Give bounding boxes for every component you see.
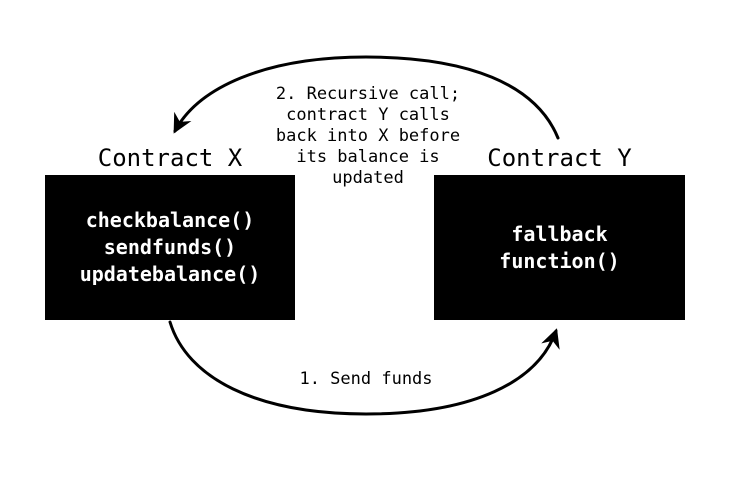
contract-y-label: Contract Y <box>487 144 632 172</box>
contract-y-box: fallback function() <box>434 175 685 320</box>
recursive-call-annotation: 2. Recursive call; contract Y calls back… <box>275 84 461 188</box>
contract-x-box: checkbalance() sendfunds() updatebalance… <box>45 175 295 320</box>
contract-x-functions: checkbalance() sendfunds() updatebalance… <box>79 208 261 286</box>
send-funds-annotation: 1. Send funds <box>299 369 433 389</box>
recursive-call-arrow <box>173 55 560 140</box>
contract-x-label: Contract X <box>97 144 243 172</box>
contract-y-functions: fallback function() <box>499 221 620 273</box>
send-funds-arrow <box>168 320 560 416</box>
